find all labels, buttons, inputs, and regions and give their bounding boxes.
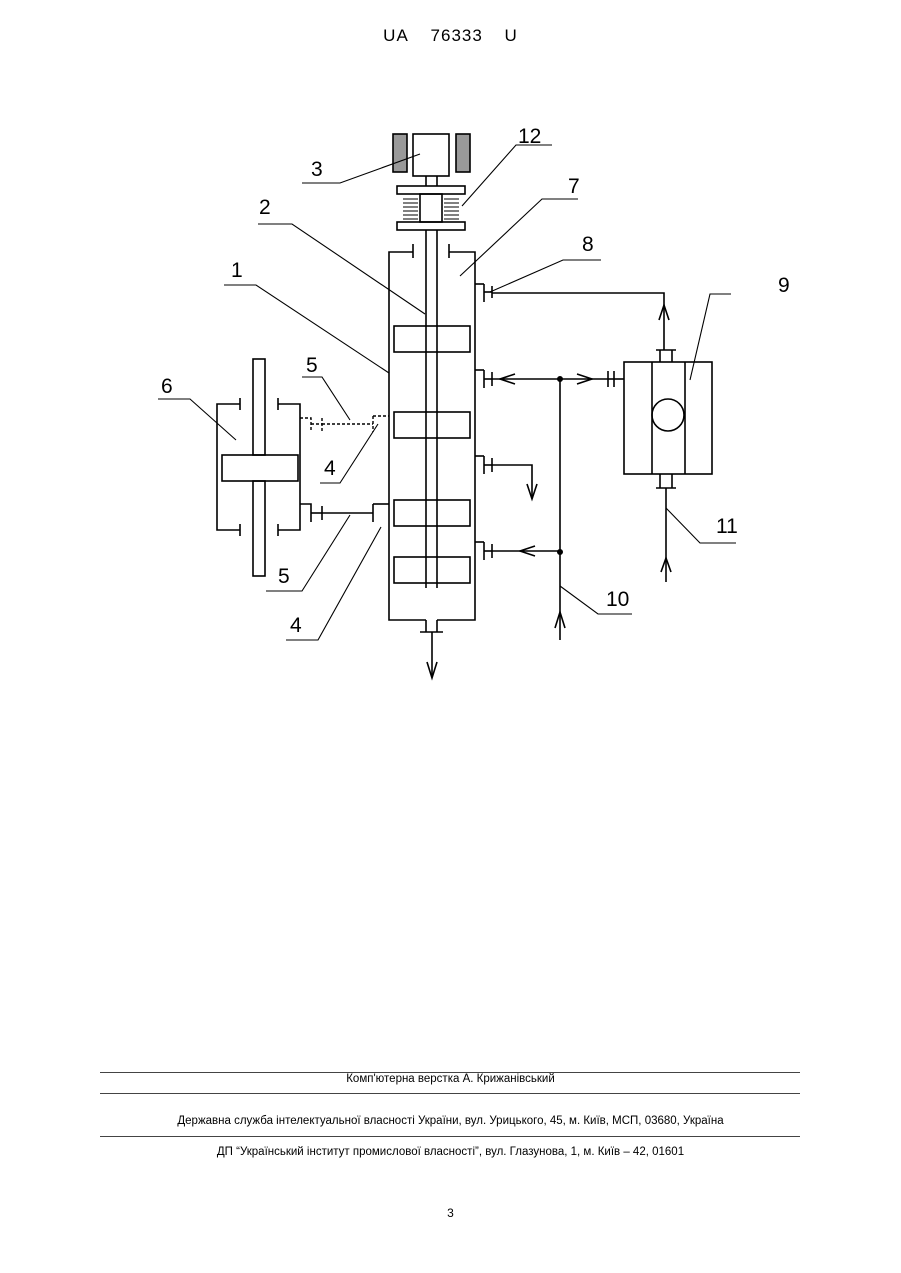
- label-6: 6: [161, 375, 173, 398]
- unit-6-shaft-bottom: [253, 481, 265, 576]
- label-12: 12: [518, 125, 541, 148]
- footer-rule-2: [100, 1093, 800, 1094]
- footer-rule-3: [100, 1136, 800, 1137]
- unit-6-rotor: [222, 455, 298, 481]
- label-2: 2: [259, 196, 271, 219]
- label-10: 10: [606, 588, 629, 611]
- page-number: 3: [0, 1206, 901, 1220]
- label-9: 9: [778, 274, 790, 297]
- footer-agency: Державна служба інтелектуальної власност…: [0, 1115, 901, 1127]
- nozzle-8: [475, 284, 492, 302]
- rotor-disk-3: [394, 500, 470, 526]
- motor-stator-right: [456, 134, 470, 172]
- label-5-top: 5: [306, 354, 318, 377]
- separator-housing: [624, 362, 712, 474]
- label-8: 8: [582, 233, 594, 256]
- motor-stator-left: [393, 134, 407, 172]
- rotor-disk-4: [394, 557, 470, 583]
- label-7: 7: [568, 175, 580, 198]
- unit-6-shaft-top: [253, 359, 265, 455]
- label-5-bottom: 5: [278, 565, 290, 588]
- label-4-top: 4: [324, 457, 336, 480]
- label-11: 11: [716, 515, 738, 538]
- label-4-bottom: 4: [290, 614, 302, 637]
- footer-institute: ДП “Український інститут промислової вла…: [0, 1146, 901, 1158]
- unit-6-body: [217, 404, 240, 530]
- rotor-disk-1: [394, 326, 470, 352]
- footer-typesetting: Комп'ютерна верстка А. Крижанівський: [0, 1073, 901, 1085]
- separator-rotor: [652, 399, 684, 431]
- coupling-top-plate: [397, 186, 465, 194]
- coupling-bottom-plate: [397, 222, 465, 230]
- label-1: 1: [231, 259, 243, 282]
- label-3: 3: [311, 158, 323, 181]
- rotor-disk-2: [394, 412, 470, 438]
